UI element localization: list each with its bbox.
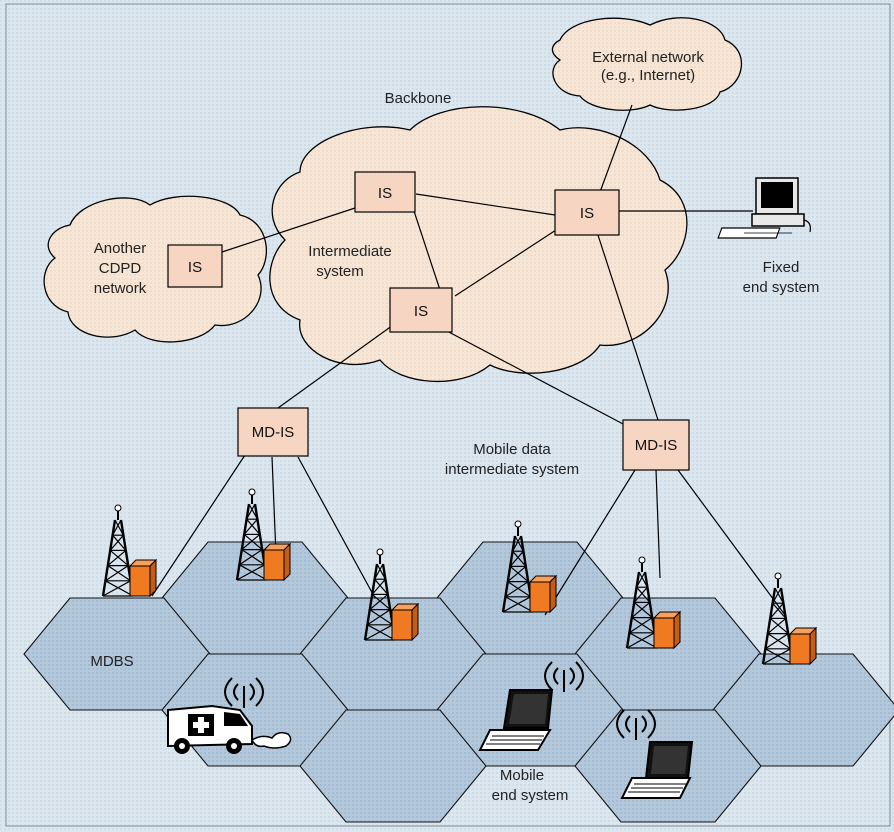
link-left-mdis-to-mdbs-1	[151, 454, 246, 597]
radio-tower-icon	[363, 548, 397, 641]
mdbs-label: MDBS	[90, 653, 133, 670]
link-mid-is-to-right-is	[454, 229, 557, 297]
is-node-other-label: IS	[188, 259, 202, 276]
intermediate-system-label-line1: Intermediate	[308, 243, 391, 260]
fixed-end-system-label-line1: Fixed	[763, 259, 800, 276]
intermediate-system-label-line2: system	[316, 263, 364, 280]
link-mid-is-to-left-mdis	[277, 319, 401, 409]
link-other-is-to-top-is	[221, 206, 359, 253]
external-network-label-line1: External network	[592, 49, 704, 66]
wireless-signal-icon	[544, 661, 584, 692]
link-right-mdis-to-mdbs-6	[677, 469, 786, 616]
ambulance-icon	[167, 704, 292, 754]
link-left-mdis-to-mdbs-3	[297, 456, 376, 599]
base-station-box-icon	[788, 626, 818, 666]
mdis-node-left[interactable]	[237, 407, 309, 457]
mdis-node-right-label: MD-IS	[635, 437, 678, 454]
is-node-right[interactable]	[554, 189, 620, 236]
base-station-box-icon	[528, 574, 558, 614]
link-right-is-to-external	[599, 104, 633, 193]
laptop-icon	[478, 689, 554, 751]
link-right-mdis-to-mdbs-4	[544, 469, 636, 616]
node-boxes: IS IS IS IS MD-IS MD-IS	[167, 171, 690, 471]
desktop-computer-icon	[717, 177, 811, 239]
mdbs-towers	[101, 488, 818, 666]
link-top-is-to-right-is	[415, 193, 556, 216]
base-station-box-icon	[652, 610, 682, 650]
radio-tower-icon	[625, 556, 659, 649]
base-station-box-icon	[262, 542, 292, 582]
another-cdpd-label-line2: CDPD	[99, 260, 142, 277]
link-mid-is-to-right-mdis	[444, 329, 626, 426]
is-node-top-label: IS	[378, 185, 392, 202]
is-node-mid[interactable]	[389, 287, 453, 333]
another-cdpd-label-line3: network	[94, 280, 147, 297]
laptop-icon	[620, 741, 694, 799]
diagram-frame	[5, 3, 891, 827]
is-node-right-label: IS	[580, 205, 594, 222]
another-cdpd-cloud	[43, 195, 268, 343]
link-top-is-to-mid-is	[411, 204, 441, 291]
is-node-top[interactable]	[354, 171, 416, 213]
is-node-other[interactable]	[167, 244, 223, 288]
link-right-mdis-to-mdbs-5	[655, 469, 661, 579]
mdis-node-left-label: MD-IS	[252, 424, 295, 441]
wireless-signal-icon	[616, 709, 656, 740]
backbone-label: Backbone	[385, 90, 452, 107]
external-network-cloud	[551, 17, 742, 111]
mobile-end-system-label-line1: Mobile	[500, 767, 544, 784]
base-station-box-icon	[128, 558, 158, 598]
mdis-node-right[interactable]	[622, 419, 690, 471]
another-cdpd-label-line1: Another	[94, 240, 147, 257]
link-right-is-to-right-mdis	[596, 231, 659, 421]
radio-tower-icon	[501, 520, 535, 613]
base-station-box-icon	[390, 602, 420, 642]
external-network-label-line2: (e.g., Internet)	[601, 67, 695, 84]
network-links	[151, 104, 786, 616]
mobile-data-is-label-line2: intermediate system	[445, 461, 579, 478]
wireless-signal-icon	[224, 677, 264, 708]
mobile-data-is-label-line1: Mobile data	[473, 441, 551, 458]
radio-tower-icon	[761, 572, 795, 665]
is-node-mid-label: IS	[414, 303, 428, 320]
fixed-end-system-label-line2: end system	[743, 279, 820, 296]
cell-hex	[299, 709, 487, 823]
radio-tower-icon	[101, 504, 135, 597]
mobile-end-system-label-line2: end system	[492, 787, 569, 804]
